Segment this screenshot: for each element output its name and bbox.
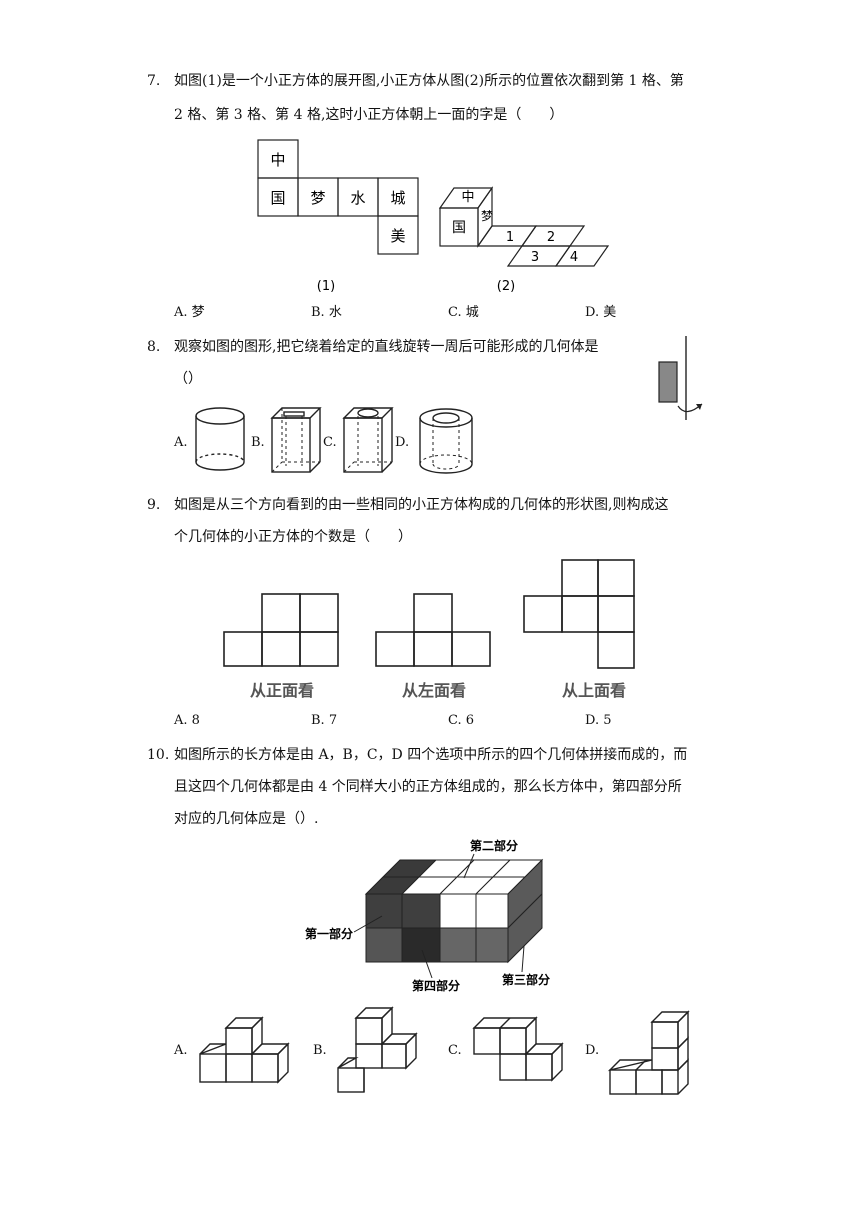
q7-option-c[interactable]: C. 城 (448, 305, 479, 320)
q8-option-b-label[interactable]: B. (251, 435, 265, 450)
part-1-label: 第一部分 (305, 926, 353, 941)
question-9-number: 9. (147, 497, 161, 513)
cube-side-char: 梦 (481, 209, 493, 223)
question-8-number: 8. (147, 339, 161, 355)
q10-option-a-label[interactable]: A. (174, 1043, 188, 1058)
question-8-text-line2: （） (174, 371, 202, 387)
net-cell-bottom (377, 215, 419, 255)
q8-option-c-label[interactable]: C. (323, 435, 337, 450)
grid-num-1: 1 (506, 230, 514, 245)
q10-cuboid-figure: 第二部分 第一部分 第三部分 第四部分 (305, 838, 550, 993)
q8-option-a-label[interactable]: A. (174, 435, 188, 450)
net-bottom-char: 美 (390, 227, 405, 245)
q9-option-c[interactable]: C. 6 (448, 713, 475, 728)
shaded-rectangle (658, 361, 678, 403)
grid-num-2: 2 (547, 230, 555, 245)
cube-front-char: 国 (452, 220, 466, 236)
left-view (375, 593, 491, 667)
net-char-2: 梦 (310, 189, 325, 207)
flip-grid (476, 225, 610, 267)
cube-net (257, 139, 419, 255)
net-char-3: 水 (350, 189, 365, 207)
top-view-label: 从上面看 (562, 681, 626, 700)
question-7-text-line2: 2 格、第 3 格、第 4 格,这时小正方体朝上一面的字是（ ） (174, 107, 564, 123)
question-7-number: 7. (147, 73, 161, 89)
question-10-number: 10. (147, 747, 170, 763)
q10-option-b-shape[interactable] (334, 1004, 424, 1096)
q7-option-d[interactable]: D. 美 (585, 305, 617, 320)
question-9-text-line2: 个几何体的小正方体的个数是（ ） (174, 529, 412, 545)
question-10-text-line3: 对应的几何体应是（）. (174, 811, 319, 827)
grid-cell-4 (554, 245, 610, 267)
q9-option-d[interactable]: D. 5 (585, 713, 612, 728)
q7-option-b[interactable]: B. 水 (311, 305, 342, 320)
q10-option-c-shape[interactable] (470, 1008, 574, 1088)
q8-option-d-hollow-cylinder[interactable] (412, 404, 482, 476)
front-view-label: 从正面看 (250, 681, 314, 700)
q7-figure: 中 国 梦 水 城 美 (1) 中 国 梦 1 2 3 4 (2) (257, 139, 610, 294)
q10-option-a-shape[interactable] (196, 1010, 300, 1094)
q9-option-a[interactable]: A. 8 (174, 713, 200, 728)
grid-num-3: 3 (531, 250, 539, 265)
fig1-label: (1) (317, 279, 335, 294)
left-view-label: 从左面看 (402, 681, 466, 700)
q8-option-d-label[interactable]: D. (395, 435, 410, 450)
front-view (223, 593, 339, 667)
part-2-label: 第二部分 (470, 838, 518, 853)
top-view (523, 559, 635, 669)
cube-top-char: 中 (461, 190, 474, 205)
rotation-arrow-head (696, 404, 702, 410)
part-4-label: 第四部分 (412, 978, 460, 993)
fig2-label: (2) (497, 279, 515, 294)
net-char-1: 国 (270, 189, 285, 207)
q10-option-d-label[interactable]: D. (585, 1043, 600, 1058)
q9-views-figure: 从正面看 从左面看 从上面看 (223, 559, 635, 700)
q8-option-a-cylinder[interactable] (190, 404, 250, 476)
question-10-text-line1: 如图所示的长方体是由 A，B，C，D 四个选项中所示的四个几何体拼接而成的，而 (174, 747, 688, 763)
net-char-4: 城 (390, 189, 405, 207)
q8-option-b-hollow-prism[interactable] (266, 404, 326, 476)
q10-option-b-label[interactable]: B. (313, 1043, 327, 1058)
q10-option-d-shape[interactable] (606, 1006, 702, 1098)
question-10-text-line2: 且这四个几何体都是由 4 个同样大小的正方体组成的，那么长方体中，第四部分所 (174, 779, 682, 795)
q9-option-b[interactable]: B. 7 (311, 713, 338, 728)
part-3-label: 第三部分 (502, 972, 550, 987)
q8-option-c-prism-hole[interactable] (338, 404, 398, 476)
net-top-char: 中 (270, 151, 285, 169)
q7-option-a[interactable]: A. 梦 (174, 305, 205, 320)
q8-rotation-figure (658, 336, 703, 420)
q10-option-c-label[interactable]: C. (448, 1043, 462, 1058)
question-9-text-line1: 如图是从三个方向看到的由一些相同的小正方体构成的几何体的形状图,则构成这 (174, 497, 669, 513)
question-8-text-line1: 观察如图的图形,把它绕着给定的直线旋转一周后可能形成的几何体是 (174, 339, 599, 355)
question-7-text-line1: 如图(1)是一个小正方体的展开图,小正方体从图(2)所示的位置依次翻到第 1 格… (174, 73, 684, 89)
grid-num-4: 4 (570, 250, 578, 265)
